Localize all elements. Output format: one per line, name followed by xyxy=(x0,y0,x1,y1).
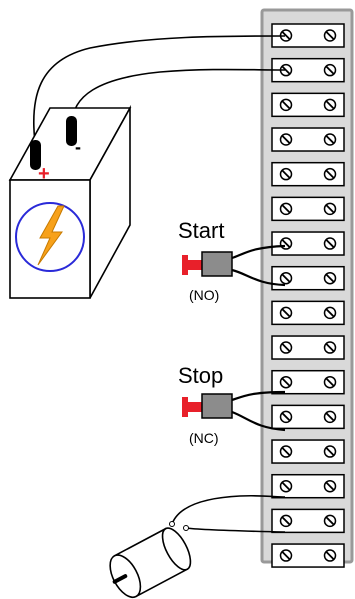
terminal-block xyxy=(271,300,345,326)
wire-motor-1 xyxy=(171,494,286,525)
terminal-block xyxy=(271,473,345,499)
wire-stop-upper xyxy=(231,390,286,402)
battery-plus-post xyxy=(30,140,41,170)
terminal-block xyxy=(271,265,345,291)
terminal-block xyxy=(271,369,345,395)
screw-slot xyxy=(325,308,335,318)
screw-slot xyxy=(281,65,291,75)
wire-battery-minus-to-terminal-2 xyxy=(71,68,286,129)
screw-slot xyxy=(281,204,291,214)
motor-shaft xyxy=(112,574,128,584)
battery-minus-sign: - xyxy=(75,137,81,157)
screw-slot xyxy=(281,343,291,352)
screw-slot xyxy=(325,447,335,456)
terminal-block xyxy=(271,508,345,534)
screw-slot xyxy=(325,169,335,179)
stop-body xyxy=(201,393,233,419)
screw-slot xyxy=(325,377,335,387)
screw-slot xyxy=(325,273,335,283)
wire-start-lower xyxy=(231,268,286,287)
start-contact-type: (NO) xyxy=(189,287,219,303)
screw-slot xyxy=(325,343,335,352)
screw-slot xyxy=(281,239,291,248)
screw-slot xyxy=(281,516,291,526)
screw-slot xyxy=(325,65,335,75)
screw-slot xyxy=(325,481,335,491)
terminal-block xyxy=(271,127,345,152)
stop-actuator xyxy=(182,397,188,417)
screw-slot xyxy=(325,239,335,248)
start-label: Start xyxy=(178,218,224,243)
stop-pushbutton-icon: Stop (NC) xyxy=(178,363,233,446)
screw-slot xyxy=(281,481,291,491)
wires xyxy=(32,35,286,533)
motor-icon xyxy=(109,527,192,599)
wire-motor-2 xyxy=(185,527,286,533)
terminal-block xyxy=(271,161,345,187)
terminal-block xyxy=(271,231,345,256)
screw-slot xyxy=(281,551,291,560)
terminal-block xyxy=(271,92,345,118)
screw-slot xyxy=(325,412,335,422)
screw-slot xyxy=(325,135,335,144)
screw-slot xyxy=(325,204,335,214)
motor-lead-1 xyxy=(169,521,175,527)
terminal-block xyxy=(271,196,345,222)
wire-battery-plus-to-terminal-1 xyxy=(32,35,286,151)
terminal-block xyxy=(271,404,345,430)
motor-lead-2 xyxy=(183,525,189,531)
screw-slot xyxy=(281,412,291,422)
wire-stop-lower xyxy=(231,410,286,432)
lightning-bolt-icon xyxy=(37,205,65,266)
screw-slot xyxy=(281,169,291,179)
battery-minus-post xyxy=(66,116,77,146)
screw-slot xyxy=(325,100,335,110)
screw-slot xyxy=(325,516,335,526)
screw-slot xyxy=(281,308,291,318)
screw-slot xyxy=(325,551,335,560)
terminal-block xyxy=(271,439,345,464)
stop-contact-type: (NC) xyxy=(189,430,219,446)
start-body xyxy=(201,251,233,277)
start-pushbutton-icon: Start (NO) xyxy=(178,218,233,303)
battery-icon: + - xyxy=(8,104,132,299)
start-actuator xyxy=(182,255,188,275)
wire-start-upper xyxy=(231,244,286,260)
screw-slot xyxy=(281,31,291,40)
screw-slot xyxy=(281,447,291,456)
screw-slot xyxy=(325,31,335,40)
battery-plus-sign: + xyxy=(38,163,50,185)
start-stem xyxy=(188,260,202,270)
screw-slot xyxy=(281,100,291,110)
stop-stem xyxy=(188,402,202,412)
screw-slot xyxy=(281,135,291,144)
stop-label: Stop xyxy=(178,363,223,388)
terminal-strip xyxy=(260,8,354,568)
screw-slot xyxy=(281,273,291,283)
terminal-block xyxy=(271,335,345,360)
terminal-block xyxy=(271,543,345,568)
terminal-blocks xyxy=(271,23,345,568)
screw-slot xyxy=(281,377,291,387)
motor-end-back xyxy=(161,527,192,571)
